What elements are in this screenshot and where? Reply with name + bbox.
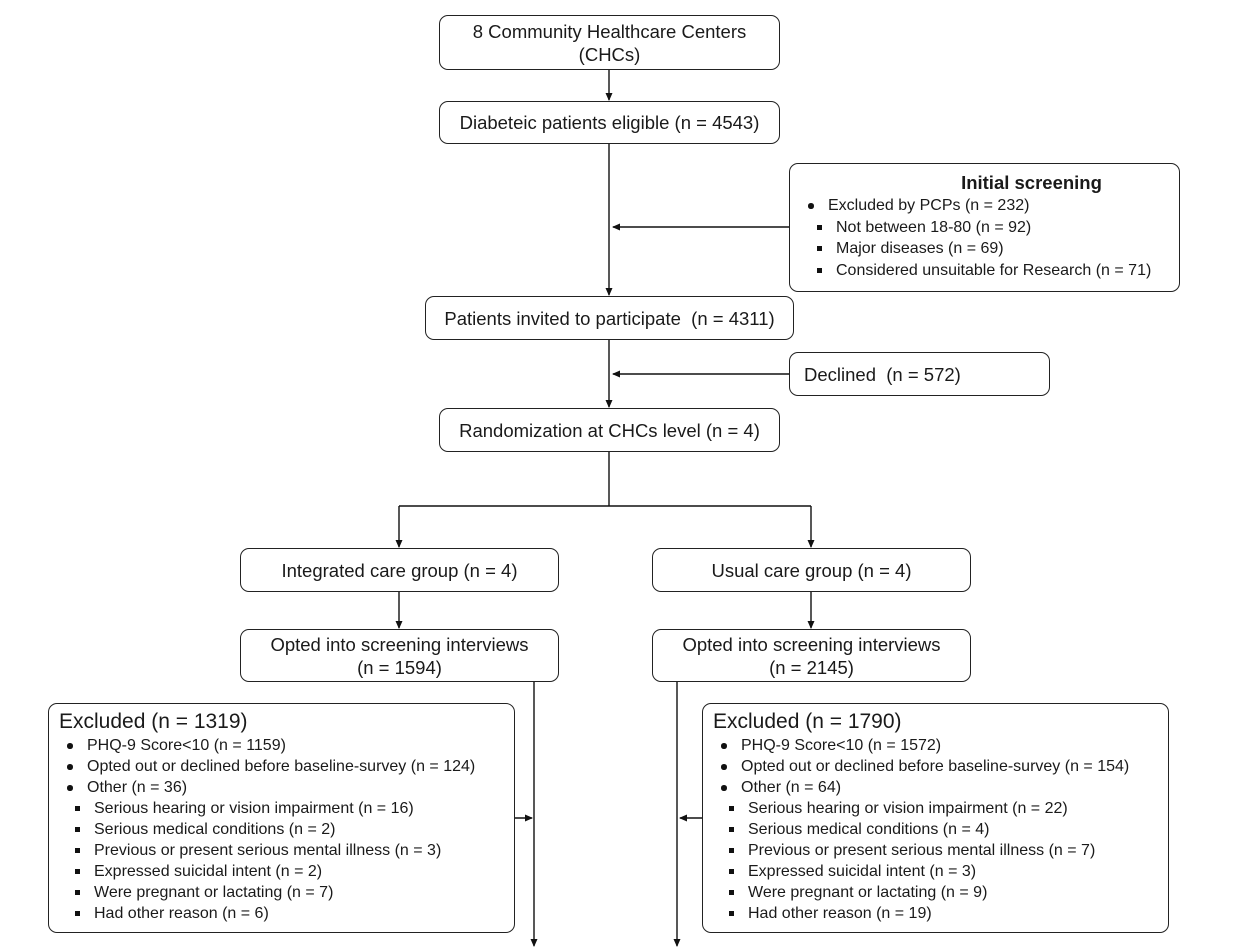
excluded-left-subitems: Serious hearing or vision impairment (n … xyxy=(59,798,514,924)
chc-box: 8 Community Healthcare Centers (CHCs) xyxy=(439,15,780,70)
list-item: Expressed suicidal intent (n = 3) xyxy=(713,861,1168,882)
list-item: Excluded by PCPs (n = 232) xyxy=(804,195,1179,217)
excluded-right-subitems: Serious hearing or vision impairment (n … xyxy=(713,798,1168,924)
list-item: Considered unsuitable for Research (n = … xyxy=(804,260,1179,282)
list-item: Other (n = 64) xyxy=(713,777,1168,798)
list-item: Expressed suicidal intent (n = 2) xyxy=(59,861,514,882)
list-item: Opted out or declined before baseline-su… xyxy=(59,756,514,777)
list-item: PHQ-9 Score<10 (n = 1159) xyxy=(59,735,514,756)
declined-box: Declined (n = 572) xyxy=(789,352,1050,396)
list-item: Opted out or declined before baseline-su… xyxy=(713,756,1168,777)
opted-right-box: Opted into screening interviews (n = 214… xyxy=(652,629,971,682)
excluded-right-bullets: PHQ-9 Score<10 (n = 1572) Opted out or d… xyxy=(713,735,1168,798)
initial-screening-title: Initial screening xyxy=(961,172,1102,193)
list-item: Had other reason (n = 19) xyxy=(713,903,1168,924)
list-item: Serious hearing or vision impairment (n … xyxy=(59,798,514,819)
list-item: Had other reason (n = 6) xyxy=(59,903,514,924)
opted-right-label: Opted into screening interviews (n = 214… xyxy=(682,633,941,678)
list-item: Serious medical conditions (n = 4) xyxy=(713,819,1168,840)
randomization-box: Randomization at CHCs level (n = 4) xyxy=(439,408,780,452)
list-item: Not between 18-80 (n = 92) xyxy=(804,217,1179,239)
chc-label: 8 Community Healthcare Centers (CHCs) xyxy=(472,20,747,65)
declined-label: Declined (n = 572) xyxy=(804,363,961,385)
opted-left-box: Opted into screening interviews (n = 159… xyxy=(240,629,559,682)
integrated-care-label: Integrated care group (n = 4) xyxy=(281,559,518,581)
invited-box: Patients invited to participate (n = 431… xyxy=(425,296,794,340)
initial-screening-box: Initial screening Excluded by PCPs (n = … xyxy=(789,163,1180,292)
integrated-care-box: Integrated care group (n = 4) xyxy=(240,548,559,592)
randomization-label: Randomization at CHCs level (n = 4) xyxy=(459,419,760,441)
list-item: Were pregnant or lactating (n = 7) xyxy=(59,882,514,903)
list-item: Previous or present serious mental illne… xyxy=(59,840,514,861)
list-item: Were pregnant or lactating (n = 9) xyxy=(713,882,1168,903)
invited-label: Patients invited to participate (n = 431… xyxy=(444,307,775,329)
excluded-right-box: Excluded (n = 1790) PHQ-9 Score<10 (n = … xyxy=(702,703,1169,933)
excluded-left-box: Excluded (n = 1319) PHQ-9 Score<10 (n = … xyxy=(48,703,515,933)
list-item: Previous or present serious mental illne… xyxy=(713,840,1168,861)
list-item: Major diseases (n = 69) xyxy=(804,238,1179,260)
list-item: Serious hearing or vision impairment (n … xyxy=(713,798,1168,819)
initial-screening-subitems: Not between 18-80 (n = 92) Major disease… xyxy=(804,217,1179,282)
opted-left-label: Opted into screening interviews (n = 159… xyxy=(270,633,529,678)
excluded-left-bullets: PHQ-9 Score<10 (n = 1159) Opted out or d… xyxy=(59,735,514,798)
list-item: Other (n = 36) xyxy=(59,777,514,798)
usual-care-box: Usual care group (n = 4) xyxy=(652,548,971,592)
eligible-label: Diabeteic patients eligible (n = 4543) xyxy=(459,112,760,133)
usual-care-label: Usual care group (n = 4) xyxy=(711,559,912,581)
excluded-left-title: Excluded (n = 1319) xyxy=(59,710,248,733)
list-item: PHQ-9 Score<10 (n = 1572) xyxy=(713,735,1168,756)
list-item: Serious medical conditions (n = 2) xyxy=(59,819,514,840)
eligible-box: Diabeteic patients eligible (n = 4543) xyxy=(439,101,780,144)
initial-screening-bullets: Excluded by PCPs (n = 232) xyxy=(804,195,1179,217)
excluded-right-title: Excluded (n = 1790) xyxy=(713,710,902,733)
